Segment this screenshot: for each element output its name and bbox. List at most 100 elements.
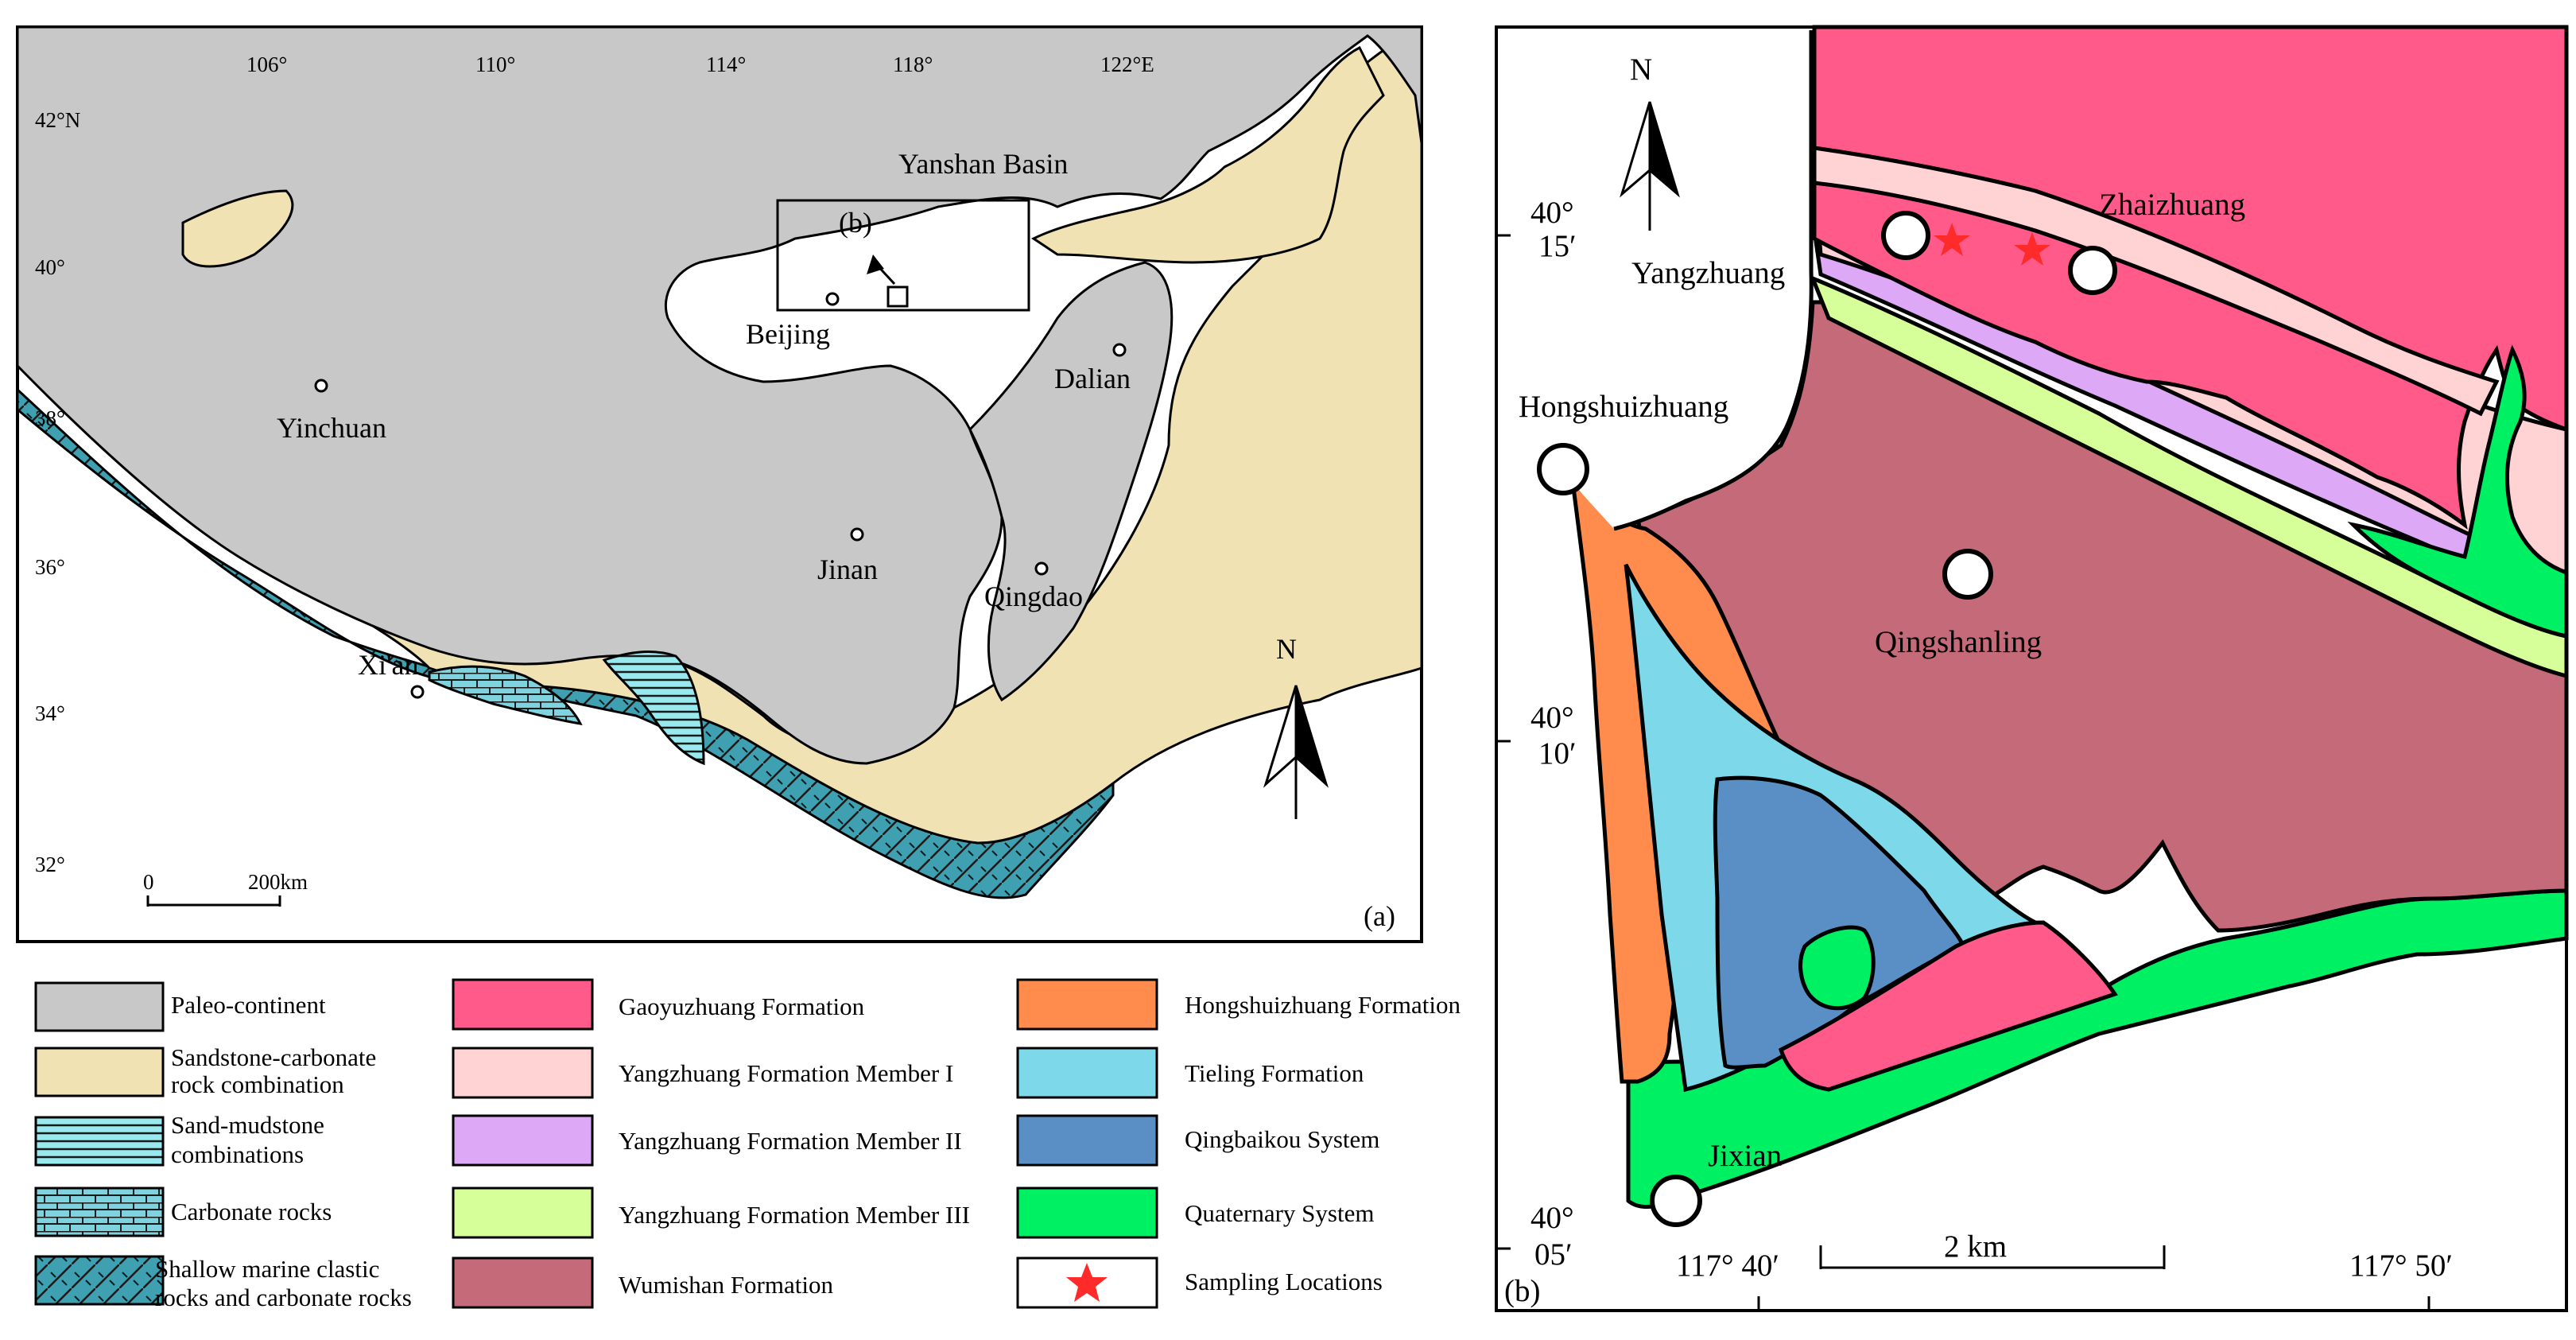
city-marker-qingdao bbox=[1034, 561, 1049, 576]
legend-label: Quaternary System bbox=[1185, 1199, 1374, 1227]
legend-swatch-gaoyuzhuang bbox=[452, 978, 594, 1031]
legend-swatch-qingbaikou bbox=[1016, 1114, 1158, 1167]
lon-tick: 106° bbox=[246, 52, 287, 76]
lat-tick: 42°N bbox=[35, 108, 80, 132]
city-label-yinchuan: Yinchuan bbox=[277, 412, 386, 444]
panel-b-label: (b) bbox=[1504, 1274, 1540, 1308]
legend: Paleo-continent Sandstone-carbonate rock… bbox=[34, 978, 1461, 1311]
city-marker-dalian bbox=[1112, 343, 1127, 357]
lon-tick: 122°E bbox=[1100, 52, 1154, 76]
yangzhuang-1-north-region bbox=[1812, 146, 2500, 417]
scale-bar-b bbox=[1819, 1245, 2166, 1269]
north-label-b: N bbox=[1630, 52, 1652, 87]
location-marker-yangzhuang bbox=[1881, 211, 1930, 260]
legend-label: Carbonate rocks bbox=[171, 1198, 332, 1225]
legend-swatch-yangzhuang-1 bbox=[452, 1047, 594, 1099]
scale-bar bbox=[146, 895, 281, 907]
study-area-square bbox=[886, 285, 909, 308]
inset-rectangle bbox=[776, 199, 1030, 312]
sampling-star-icon bbox=[1934, 223, 1970, 256]
place-label-yangzhuang: Yangzhuang bbox=[1631, 256, 1785, 290]
city-label-xian: Xi'an bbox=[358, 649, 418, 681]
lat-tick-min: 05′ bbox=[1534, 1237, 1573, 1272]
lat-tick-deg: 40° bbox=[1530, 701, 1574, 735]
star-icon bbox=[1066, 1263, 1108, 1302]
lat-tick: 34° bbox=[35, 701, 65, 725]
sand-mudstone-region bbox=[602, 651, 705, 766]
scale-label-b: 2 km bbox=[1944, 1229, 2007, 1264]
lon-tick: 118° bbox=[893, 52, 933, 76]
legend-swatch-sand-mudstone bbox=[34, 1116, 165, 1167]
legend-swatch-quaternary bbox=[1016, 1187, 1158, 1239]
legend-swatch-carbonate bbox=[34, 1187, 165, 1237]
city-marker-yinchuan bbox=[314, 379, 328, 393]
legend-label: Paleo-continent bbox=[171, 991, 326, 1019]
lat-tick-min: 15′ bbox=[1538, 229, 1577, 263]
city-marker-xian bbox=[410, 685, 425, 699]
city-marker-jinan bbox=[850, 527, 864, 542]
lat-tick-min: 10′ bbox=[1538, 736, 1577, 771]
lat-tick: 40° bbox=[35, 255, 65, 279]
legend-label: Shallow marine clastic bbox=[155, 1255, 379, 1283]
legend-label: Sand-mudstone bbox=[171, 1111, 324, 1139]
city-label-dalian: Dalian bbox=[1054, 363, 1131, 394]
legend-swatch-yangzhuang-2 bbox=[452, 1114, 594, 1167]
carbonate-region bbox=[428, 665, 583, 725]
inset-label: (b) bbox=[839, 207, 872, 239]
lon-tick: 117° 50′ bbox=[2349, 1249, 2453, 1283]
place-label-hongshuizhuang: Hongshuizhuang bbox=[1519, 390, 1728, 424]
scale-start-label: 0 bbox=[143, 870, 154, 894]
legend-label: Sampling Locations bbox=[1185, 1268, 1383, 1295]
location-marker-qingshanling bbox=[1942, 549, 1993, 600]
legend-swatch-hongshuizhuang bbox=[1016, 978, 1158, 1031]
legend-label: Gaoyuzhuang Formation bbox=[619, 992, 865, 1020]
lat-tick: 38° bbox=[35, 406, 65, 430]
city-label-beijing: Beijing bbox=[746, 318, 830, 350]
arrow-head-icon bbox=[867, 254, 884, 274]
quaternary-south-region bbox=[1626, 888, 2569, 1209]
place-label-jixian: Jixian bbox=[1708, 1139, 1782, 1173]
panel-a: Yanshan Basin (b) Beijing Dalian Yinchua… bbox=[16, 25, 1423, 943]
lat-tick-deg: 40° bbox=[1530, 1201, 1574, 1235]
legend-swatch-wumishan bbox=[452, 1256, 594, 1309]
north-arrow-icon bbox=[1620, 101, 1680, 231]
location-marker-zhaizhuang bbox=[2068, 246, 2117, 295]
legend-swatch-sandstone bbox=[34, 1047, 165, 1097]
gaoyuzhuang-south-region bbox=[1778, 920, 2118, 1092]
unmapped-west-region bbox=[1499, 30, 1812, 529]
city-label-qingdao: Qingdao bbox=[984, 581, 1083, 612]
lat-tick: 32° bbox=[35, 853, 65, 876]
place-label-zhaizhuang: Zhaizhuang bbox=[2099, 188, 2245, 222]
east-peninsula-region bbox=[968, 261, 1174, 702]
yangzhuang-3-region bbox=[1809, 274, 2569, 679]
north-label: N bbox=[1276, 633, 1297, 665]
place-label-qingshanling: Qingshanling bbox=[1875, 625, 2042, 659]
lon-tick: 110° bbox=[475, 52, 515, 76]
lon-tick: 114° bbox=[706, 52, 746, 76]
location-marker-hongshuizhuang bbox=[1537, 443, 1589, 495]
legend-label: Yangzhuang Formation Member II bbox=[619, 1127, 962, 1155]
legend-swatch-paleo bbox=[34, 981, 165, 1032]
legend-label: Sandstone-carbonate bbox=[171, 1043, 376, 1071]
scale-end-label: 200km bbox=[248, 870, 308, 894]
location-marker-jixian bbox=[1650, 1175, 1702, 1227]
lat-tick: 36° bbox=[35, 555, 65, 579]
legend-swatch-yangzhuang-3 bbox=[452, 1187, 594, 1239]
paleo-continent-region bbox=[16, 25, 1423, 765]
city-label-jinan: Jinan bbox=[817, 553, 878, 585]
north-arm-region bbox=[1031, 45, 1385, 264]
legend-label-line2: rocks and carbonate rocks bbox=[155, 1284, 412, 1311]
legend-label: Yangzhuang Formation Member III bbox=[619, 1201, 970, 1229]
legend-label-line2: combinations bbox=[171, 1140, 304, 1168]
legend-label-line2: rock combination bbox=[171, 1070, 344, 1098]
sampling-star-icon bbox=[2014, 232, 2050, 266]
quaternary-patch-region bbox=[1798, 925, 1876, 1011]
legend-label: Qingbaikou System bbox=[1185, 1125, 1379, 1153]
west-arm-region bbox=[181, 189, 294, 268]
legend-swatch-shallow-marine bbox=[34, 1255, 165, 1306]
panel-b: Zhaizhuang Yangzhuang Hongshuizhuang Qin… bbox=[1495, 25, 2569, 1312]
basin-label: Yanshan Basin bbox=[898, 148, 1068, 180]
lon-tick: 117° 40′ bbox=[1676, 1249, 1779, 1283]
lat-tick-deg: 40° bbox=[1530, 196, 1574, 230]
